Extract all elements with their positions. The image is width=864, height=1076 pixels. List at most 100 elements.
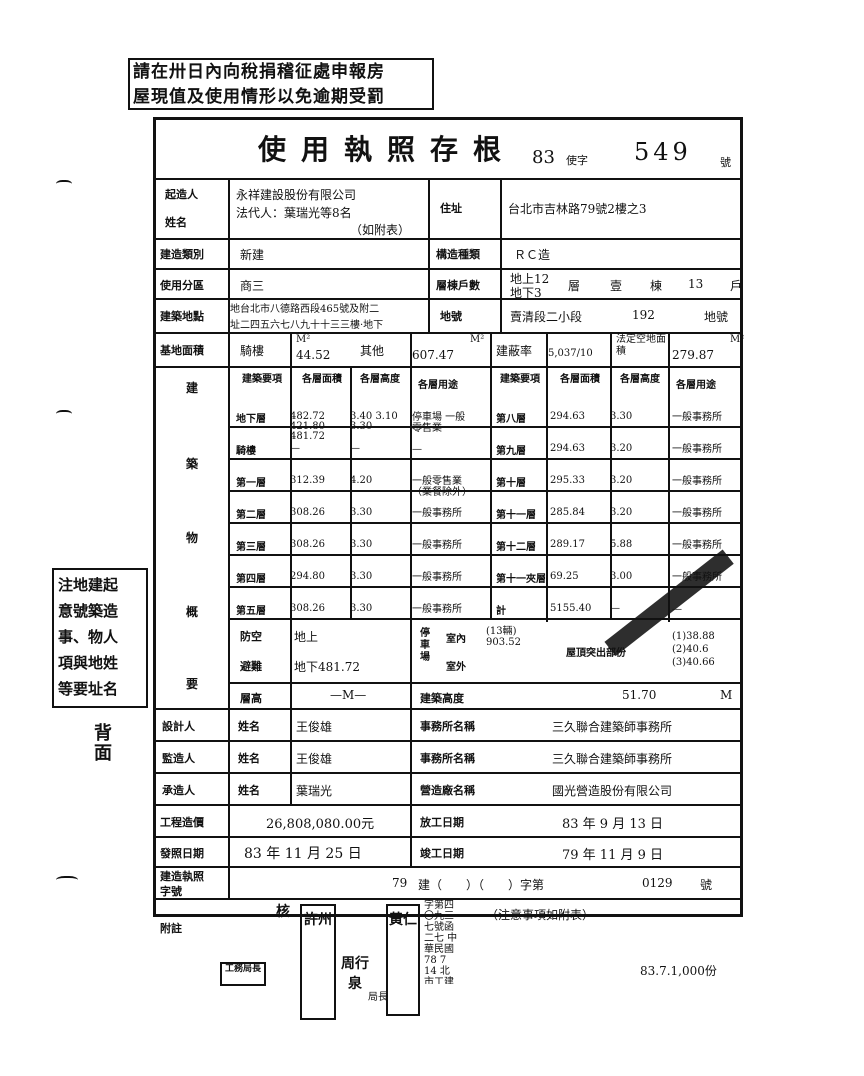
left-row-6-col-0: 第五層 (236, 606, 266, 617)
left-row-6-col-2: 3.30 (350, 603, 373, 614)
side-notice-stamp: 注地建起 意號築造 事、物人 項與地姓 等要址名 (52, 568, 148, 708)
floors-below: 地下3 (510, 286, 542, 300)
seal-mayor: 周行泉 (341, 956, 369, 992)
completion-date-label: 竣工日期 (420, 847, 464, 860)
build-kind-label: 建造類別 (160, 248, 204, 261)
lt-h2: 各層面積 (302, 374, 342, 385)
lot-section: 賣清段二小段 (510, 310, 583, 324)
right-row-3-col-2: 3.20 (610, 507, 633, 518)
left-row-3-col-2: 3.30 (350, 507, 373, 518)
contractor-firm-label: 營造廠名稱 (420, 784, 475, 797)
bureau-chief-label: 局長 (368, 992, 388, 1003)
lot-unit: 地號 (704, 310, 729, 324)
permit-number: 549 (634, 138, 692, 166)
arcade-label: 騎樓 (240, 344, 265, 358)
left-row-4-col-1: 308.26 (290, 539, 325, 550)
permit-label-1: 建造執照 (160, 870, 204, 883)
notice-stamp: 請在卅日內向稅捐稽征處申報房 屋現值及使用情形以免逾期受罰 (128, 58, 434, 110)
rt-h4: 各層用途 (676, 380, 716, 391)
permit-char: 使字 (566, 154, 588, 167)
lot-label: 地號 (440, 310, 462, 323)
designer-label: 設計人 (162, 720, 195, 733)
right-row-5-col-0: 第十一夾層 (496, 574, 546, 585)
right-row-0-col-1: 294.63 (550, 411, 585, 422)
right-row-2-col-2: 3.20 (610, 475, 633, 486)
other-label: 其他 (360, 344, 385, 358)
permit-suffix: 號 (720, 156, 731, 169)
shelter-value: 地上 (294, 630, 319, 644)
floors-above: 地上12 (510, 272, 550, 286)
right-row-4-col-3: 一般事務所 (672, 540, 722, 551)
back-side-note: 背面 (94, 723, 112, 764)
rt-h2: 各層面積 (560, 374, 600, 385)
supervisor-name: 王俊雄 (296, 752, 333, 766)
floor-height-value: —M— (330, 688, 367, 702)
summary-char-1: 建 (185, 381, 198, 395)
coverage-value: 5,037/10 (548, 348, 593, 359)
right-row-1-col-2: 3.20 (610, 443, 633, 454)
open-space-label: 法定空地面積 (616, 334, 666, 357)
approval-char: 核 (276, 904, 290, 920)
print-run: 83.7.1,000份 (640, 964, 717, 978)
start-date-value: 83 年 9 月 13 日 (562, 817, 664, 832)
left-row-4-col-2: 3.30 (350, 539, 373, 550)
address-label: 住址 (440, 202, 462, 215)
zone-value: 商三 (240, 279, 265, 293)
left-row-5-col-3: 一般事務所 (412, 572, 462, 583)
right-row-2-col-0: 第十層 (496, 478, 526, 489)
left-row-5-col-1: 294.80 (290, 571, 325, 582)
summary-char-5: 要 (185, 677, 198, 691)
cost-label: 工程造價 (160, 816, 204, 829)
seal-director: 許州 (300, 904, 336, 1020)
margin-mark-1 (56, 180, 72, 190)
notes-label: 附註 (160, 922, 182, 935)
permit-hao: 號 (700, 878, 713, 892)
side-notice-line-3: 事、物人 (58, 628, 119, 646)
notice-line-1: 請在卅日內向稅捐稽征處申報房 (133, 62, 385, 82)
right-row-6-col-2: — (610, 603, 620, 614)
right-row-6-col-3: — (672, 604, 682, 615)
right-row-1-col-1: 294.63 (550, 443, 585, 454)
structure-value: ＲＣ造 (514, 248, 551, 262)
small-seal: 工務局長 (220, 962, 266, 986)
start-date-label: 放工日期 (420, 816, 464, 829)
right-row-1-col-3: 一般事務所 (672, 444, 722, 455)
rt-h3: 各層高度 (620, 374, 660, 385)
lt-h3: 各層高度 (360, 374, 400, 385)
refuge-value: 地下481.72 (294, 660, 360, 674)
shelter-label: 防空 (240, 630, 262, 643)
left-row-3-col-3: 一般事務所 (412, 508, 462, 519)
designer-name: 王俊雄 (296, 720, 333, 734)
permit-frame (153, 117, 743, 917)
seal-bureau: 黃仁 (386, 904, 420, 1016)
issue-date-label: 發照日期 (160, 847, 204, 860)
left-row-0-col-2: 3.40 3.10 3.30 (350, 411, 398, 432)
right-row-2-col-3: 一般事務所 (672, 476, 722, 487)
lt-h4: 各層用途 (418, 380, 458, 391)
summary-char-3: 物 (185, 531, 198, 545)
permit-year-value: 79 (392, 876, 408, 890)
site-area-label: 基地面積 (160, 344, 204, 357)
permit-mid: 建（ ）（ ）字第 (418, 878, 545, 892)
owner-name-label: 姓名 (165, 216, 187, 229)
building-count: 壹 (610, 279, 623, 293)
summary-char-2: 築 (185, 457, 198, 471)
left-row-1-col-0: 騎樓 (236, 446, 256, 457)
firm-label-2: 事務所名稱 (420, 752, 475, 765)
right-row-3-col-3: 一般事務所 (672, 508, 722, 519)
left-row-1-col-2: — (350, 443, 360, 454)
right-row-4-col-2: 5.88 (610, 539, 633, 550)
lot-number: 192 (632, 308, 655, 322)
location-label: 建築地點 (160, 310, 204, 323)
address-value: 台北市吉林路79號2樓之3 (508, 202, 647, 216)
right-row-5-col-1: 69.25 (550, 571, 579, 582)
left-row-6-col-1: 308.26 (290, 603, 325, 614)
rt-h1: 建築要項 (500, 374, 540, 385)
notes-value: （注意事項如附表） (486, 908, 595, 922)
margin-mark-3 (56, 876, 78, 886)
summary-char-4: 概 (185, 605, 198, 619)
refuge-label: 避難 (240, 660, 262, 673)
left-row-0-col-0: 地下層 (236, 414, 266, 425)
build-kind-value: 新建 (240, 248, 265, 262)
